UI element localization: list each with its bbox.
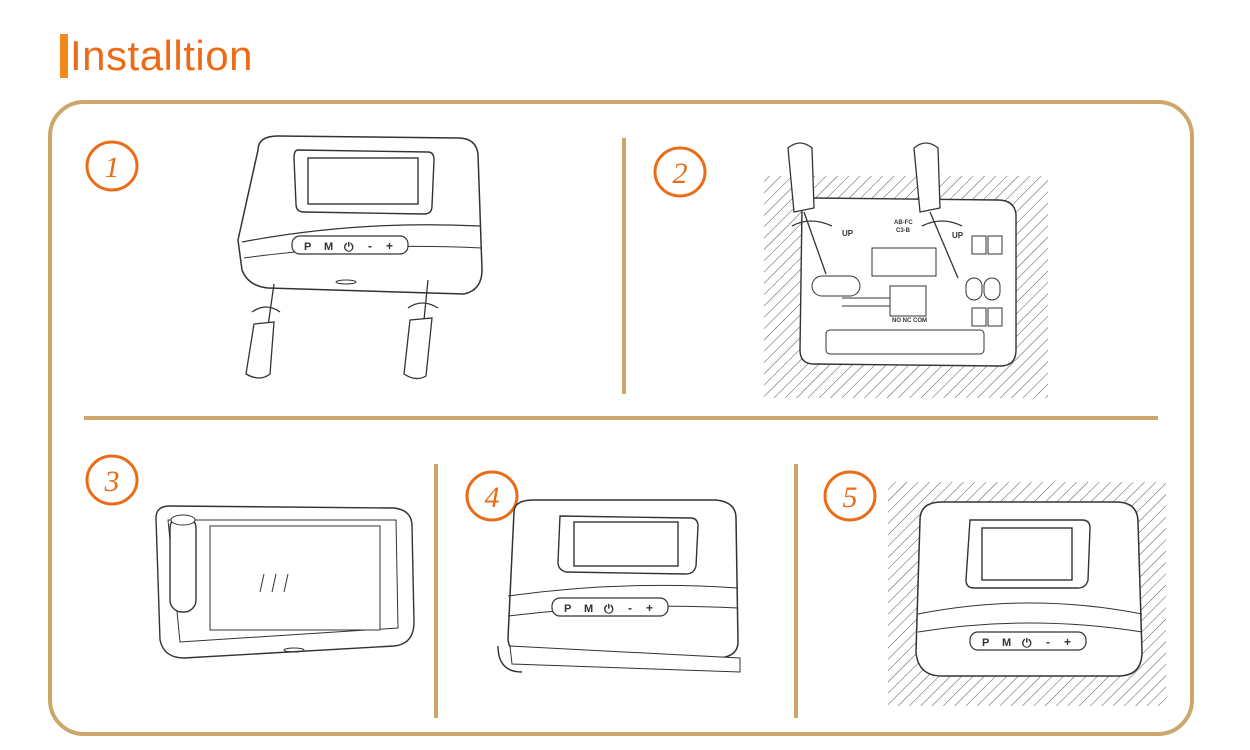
battery-icon — [169, 514, 197, 613]
step-3-number: 3 — [104, 465, 120, 498]
step-2-illustration: NO NC COM UP UP AB-FC C3-B — [762, 138, 1052, 400]
step-5-button-row: P M ⏻ - + — [969, 631, 1087, 651]
step-2-right-screwdriver — [913, 142, 963, 279]
step-5-badge: 5 — [820, 466, 880, 526]
step-4-number: 4 — [485, 481, 500, 514]
step-5-btn-power: ⏻ — [1022, 636, 1032, 650]
step-1-left-screwdriver — [245, 283, 281, 379]
step-5-btn-minus: - — [1046, 635, 1050, 649]
rotate-arrow-icon — [497, 645, 523, 673]
step-1-btn-p: P — [304, 241, 311, 253]
step-4-btn-m: M — [584, 603, 593, 615]
step-4-illustration: P M ⏻ - + — [494, 496, 756, 686]
step-4-btn-p: P — [564, 603, 571, 615]
row-divider — [84, 416, 1158, 420]
page-title-text: Installtion — [70, 32, 253, 79]
step-5-number: 5 — [843, 481, 858, 514]
step-4-btn-minus: - — [628, 601, 632, 615]
step-2-model-text-2: C3-B — [896, 228, 911, 234]
installation-frame — [48, 100, 1194, 736]
step-4-badge: 4 — [462, 466, 522, 526]
step-2-number: 2 — [673, 157, 688, 190]
step-5-illustration: P M ⏻ - + — [886, 480, 1170, 708]
step-1-btn-minus: - — [368, 239, 372, 253]
column-divider-top — [622, 138, 626, 394]
page-title: Installtion — [60, 28, 253, 78]
step-5-btn-p: P — [982, 637, 989, 649]
step-1-button-row: P M ⏻ - + — [291, 235, 409, 255]
step-1-illustration: P M ⏻ - + — [228, 130, 498, 390]
step-4-btn-power: ⏻ — [604, 602, 614, 616]
column-divider-bottom-1 — [434, 464, 438, 718]
step-4-btn-plus: + — [646, 601, 653, 615]
step-2-left-screwdriver — [787, 142, 833, 275]
step-1-btn-plus: + — [386, 239, 393, 253]
step-1-badge: 1 — [82, 136, 142, 196]
step-1-btn-m: M — [324, 241, 333, 253]
step-2-up-label-right: UP — [952, 231, 964, 240]
step-2-badge: 2 — [650, 142, 710, 202]
column-divider-bottom-2 — [794, 464, 798, 718]
step-5-btn-m: M — [1002, 637, 1011, 649]
title-accent-bar — [60, 34, 68, 78]
step-1-btn-power: ⏻ — [344, 240, 354, 254]
step-2-model-text-1: AB-FC — [894, 220, 913, 226]
step-3-badge: 3 — [82, 450, 142, 510]
step-2-terminal-label: NO NC COM — [892, 318, 927, 324]
step-2-up-label-left: UP — [842, 229, 854, 238]
step-4-button-row: P M ⏻ - + — [551, 597, 669, 617]
step-3-illustration — [144, 496, 424, 666]
step-1-right-screwdriver — [403, 279, 439, 380]
step-1-number: 1 — [105, 151, 120, 184]
step-5-btn-plus: + — [1064, 635, 1071, 649]
